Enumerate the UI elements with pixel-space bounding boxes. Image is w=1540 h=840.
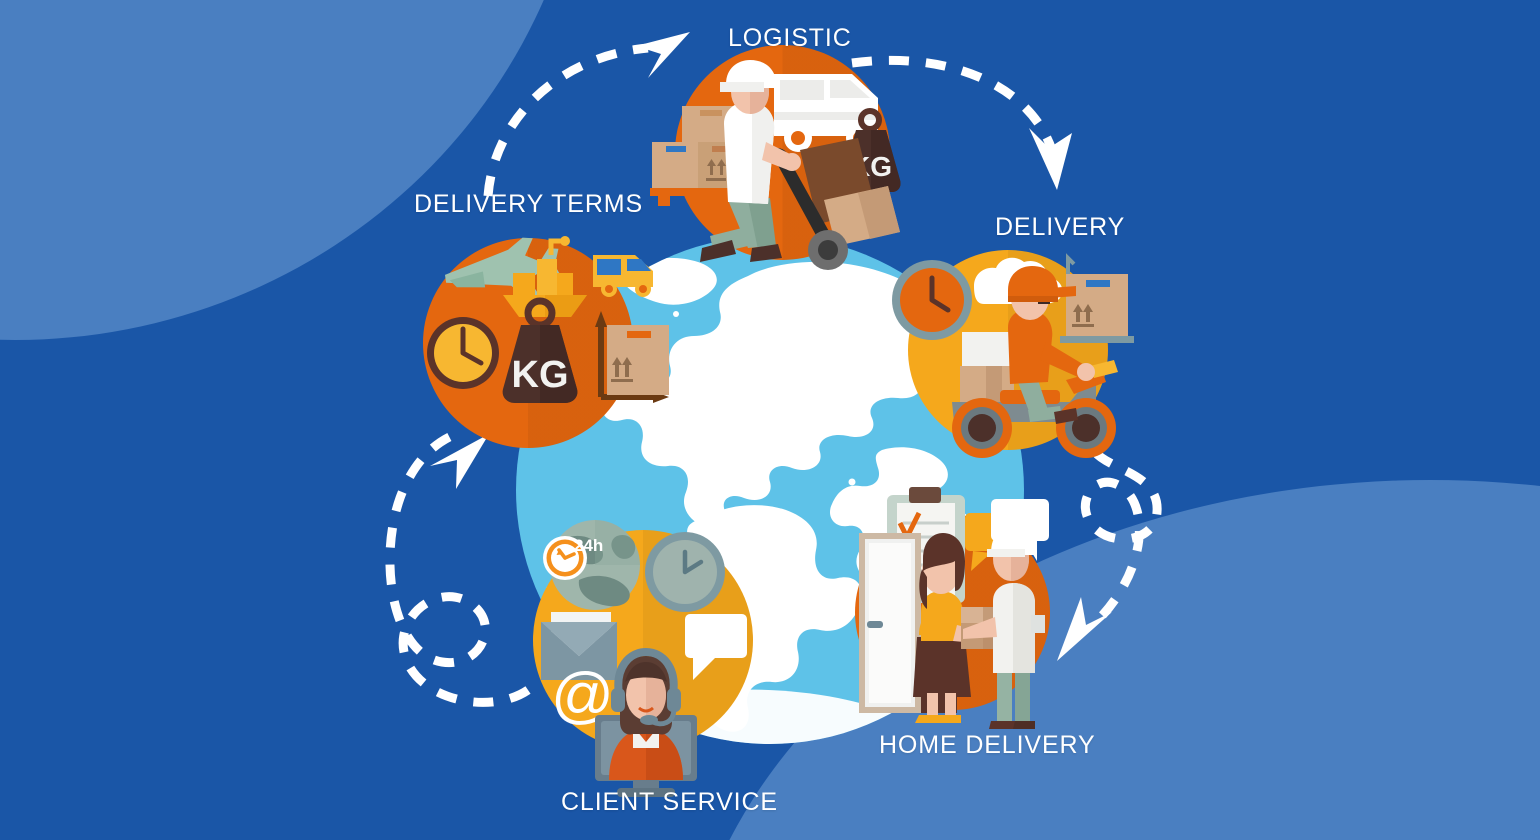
24h-badge-icon: 24h <box>543 536 603 580</box>
chat-bubble-icon <box>685 614 747 680</box>
parcel-box-icon <box>607 325 669 395</box>
home-delivery-artwork <box>845 485 1075 735</box>
warehouse-worker-icon <box>700 60 801 262</box>
airplane-icon <box>444 237 563 300</box>
envelope-icon <box>541 612 617 680</box>
logistic-artwork: KG <box>650 50 912 280</box>
kg-weight-icon: KG <box>502 297 578 403</box>
axis-arrows-icon <box>595 311 669 403</box>
delivery-terms-artwork: KG <box>415 225 669 455</box>
door-icon <box>859 533 921 713</box>
parcel-box-icon <box>1060 253 1134 343</box>
kg-weight-label: KG <box>512 354 569 396</box>
logistic-label: LOGISTIC <box>728 24 852 52</box>
delivery-label: DELIVERY <box>995 213 1126 241</box>
24h-badge-label: 24h <box>574 536 603 555</box>
client-service-label: CLIENT SERVICE <box>561 788 778 816</box>
wall-clock-icon <box>892 260 972 340</box>
client-service-artwork: 24h <box>533 510 783 800</box>
customer-icon <box>913 533 997 723</box>
clock-icon <box>427 317 499 389</box>
delivery-terms-label: DELIVERY TERMS <box>414 190 643 218</box>
delivery-van-icon <box>593 255 653 297</box>
support-agent-icon <box>609 647 683 780</box>
courier-icon <box>963 527 1045 729</box>
hand-truck-icon <box>770 138 900 270</box>
wall-clock-icon <box>645 532 725 612</box>
home-delivery-label: HOME DELIVERY <box>879 731 1096 759</box>
delivery-artwork <box>890 250 1135 460</box>
scooter-courier-icon <box>952 266 1118 458</box>
globe-icon <box>550 520 640 610</box>
